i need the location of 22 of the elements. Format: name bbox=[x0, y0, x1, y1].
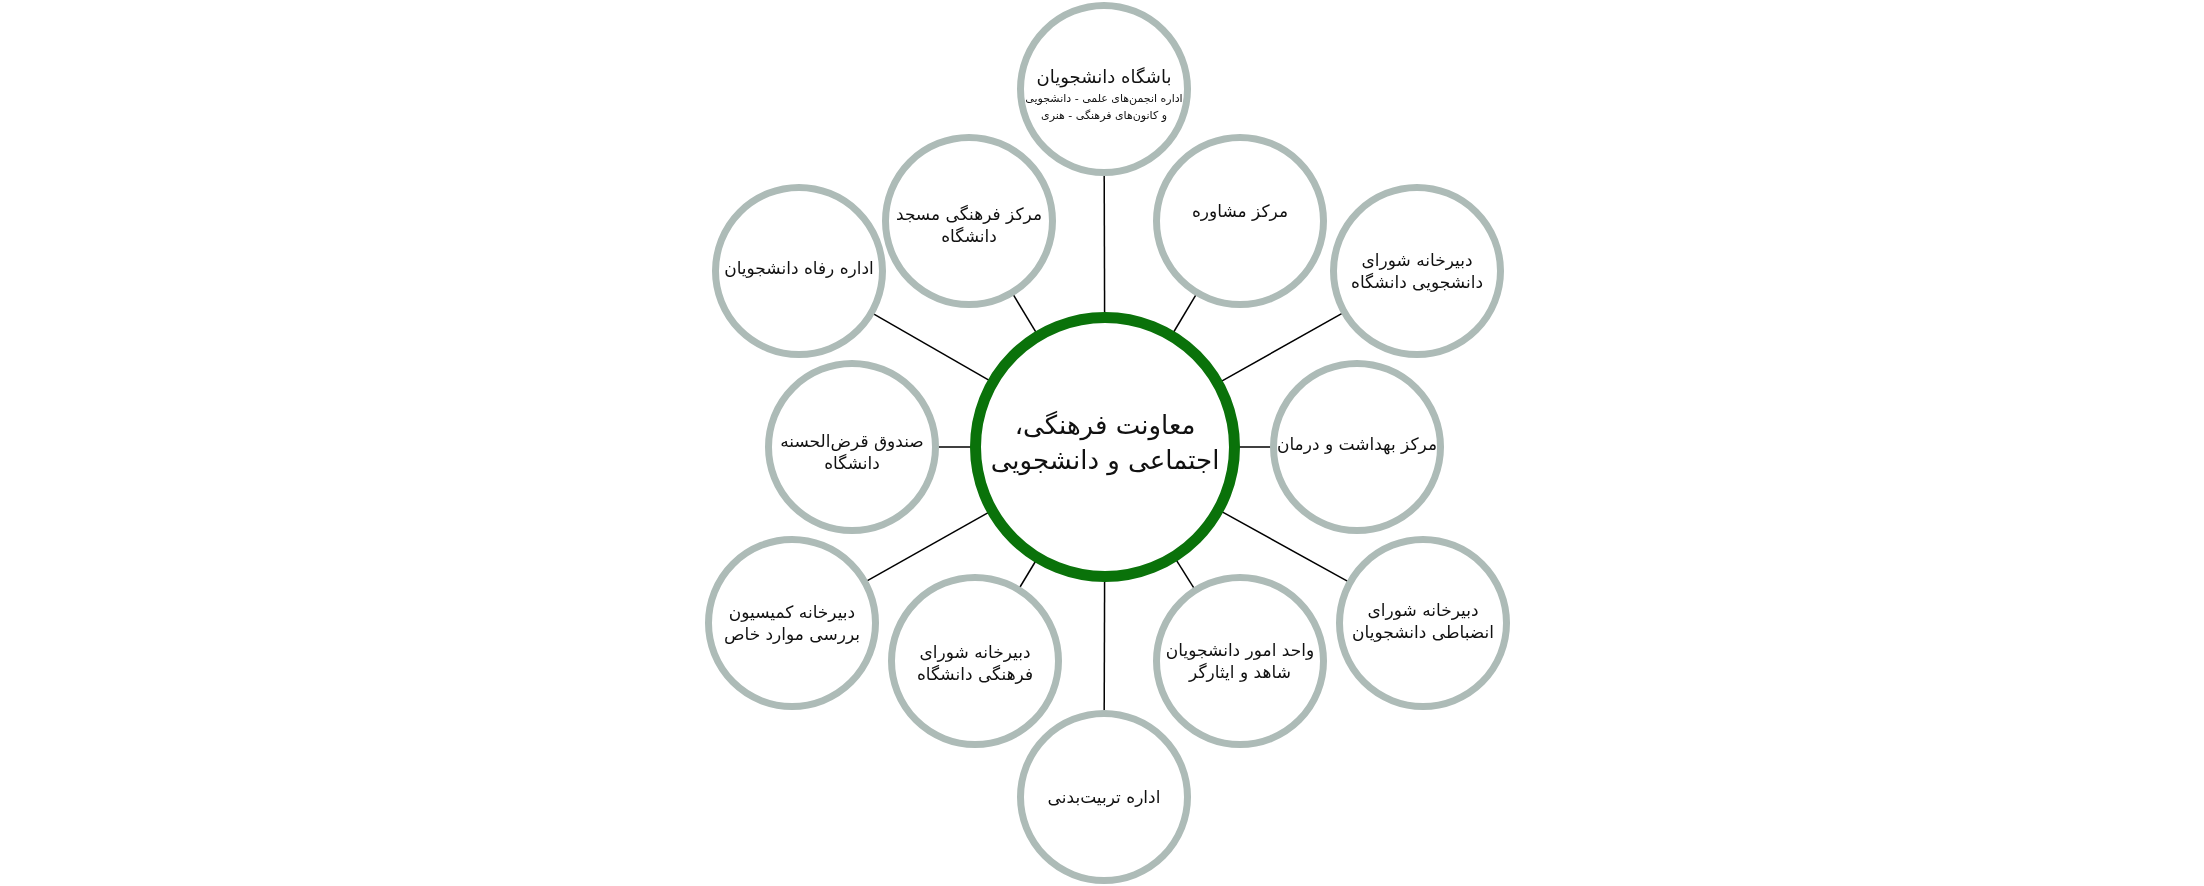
circle-label: معاونت فرهنگی، اجتماعی و دانشجویی bbox=[989, 408, 1221, 478]
connector-line bbox=[866, 511, 989, 582]
connector-line bbox=[1018, 560, 1037, 589]
circle-label: واحد امور دانشجویان شاهد و ایثارگر bbox=[1164, 638, 1316, 684]
connector-line bbox=[1221, 511, 1349, 583]
circle-label: مرکز فرهنگی مسجد دانشگاه bbox=[894, 202, 1044, 248]
connector-line bbox=[1220, 312, 1343, 382]
circle-subtitle: اداره انجمن‌های علمی - دانشجویی و کانون‌های فرهنگی - هنری bbox=[1024, 90, 1184, 125]
circle-label: صندوق قرض‌الحسنه دانشگاه bbox=[779, 429, 925, 475]
circle-label: دبیرخانه کمیسیون بررسی موارد خاص bbox=[722, 600, 862, 646]
circle-label: دبیرخانه شورای فرهنگی دانشگاه bbox=[915, 640, 1035, 686]
circle-label: مرکز مشاوره bbox=[1190, 199, 1290, 223]
circle-label: اداره تربیت‌بدنی bbox=[1046, 785, 1162, 809]
circle-label: دبیرخانه شورای دانشجویی دانشگاه bbox=[1350, 248, 1484, 294]
connector-line bbox=[937, 446, 972, 448]
circle-title: باشگاه دانشجویان bbox=[1035, 65, 1173, 90]
connector-line bbox=[1103, 174, 1106, 314]
connector-line bbox=[1175, 559, 1195, 590]
circle-label: اداره رفاه دانشجویان bbox=[723, 256, 875, 280]
circle-label: دبیرخانه شورای انضباطی دانشجویان bbox=[1351, 598, 1495, 644]
circle-label: مرکز بهداشت و درمان bbox=[1275, 432, 1439, 456]
connector-line bbox=[1172, 294, 1197, 333]
